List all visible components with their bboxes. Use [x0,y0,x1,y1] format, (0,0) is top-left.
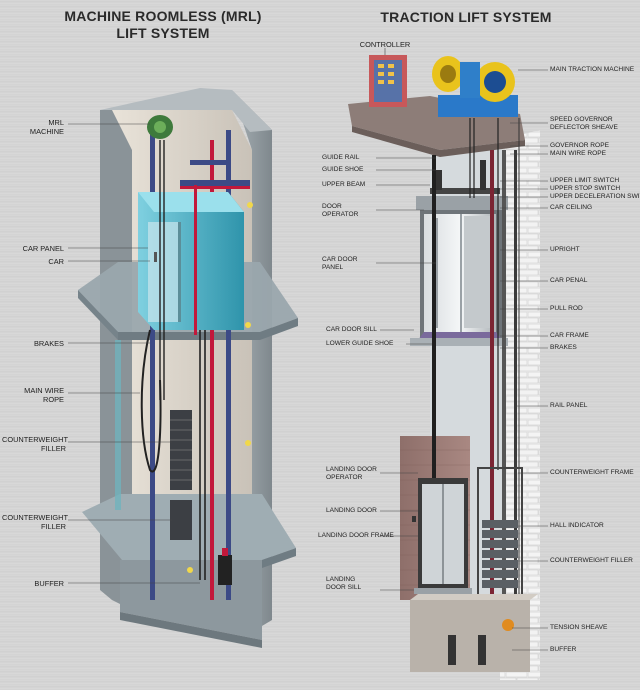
label-mrl-cw-filler-2: COUNTERWEIGHT FILLER [2,513,68,531]
label-mrl-cw-filler-1-line1: COUNTERWEIGHT [2,435,68,444]
mrl-title-line2: LIFT SYSTEM [116,25,210,41]
label-car-penal: CAR PENAL [550,277,588,284]
label-traction-buffer: BUFFER [550,646,577,653]
label-landing-door-operator-line2: OPERATOR [326,474,363,481]
label-speed-governor-line2: DEFLECTOR SHEAVE [550,124,618,131]
label-car-panel: CAR PANEL [22,244,64,253]
label-upper-limit-switch: UPPER LIMIT SWITCH [550,177,620,184]
label-mrl-main-wire: MAIN WIRE ROPE [4,386,64,404]
label-mrl-cw-filler-2-line1: COUNTERWEIGHT [2,513,68,522]
mrl-title-line1: MACHINE ROOMLESS (MRL) [64,8,262,24]
label-landing-door-sill-line1: LANDING [326,576,356,583]
label-guide-shoe: GUIDE SHOE [322,166,364,173]
label-traction-brakes: BRAKES [550,344,577,351]
label-landing-door-operator-line1: LANDING DOOR [326,466,377,473]
label-car-door-panel: CAR DOOR PANEL [322,256,358,272]
label-landing-door-sill-line2: DOOR SILL [326,584,362,591]
mrl-shaft [78,88,298,648]
label-lower-guide-shoe: LOWER GUIDE SHOE [326,340,394,347]
label-mrl-machine: MRL MACHINE [4,118,64,136]
label-car-door-sill: CAR DOOR SILL [326,326,377,333]
label-guide-rail: GUIDE RAIL [322,154,360,161]
label-controller: CONTROLLER [359,40,411,49]
label-door-operator-line1: DOOR [322,203,342,210]
label-upper-stop-switch: UPPER STOP SWITCH [550,185,621,192]
label-governor-rope: GOVERNOR ROPE [550,142,609,149]
label-mrl-brakes: BRAKES [34,339,64,348]
label-upper-beam: UPPER BEAM [322,181,366,188]
label-upright: UPRIGHT [550,246,580,253]
label-car-ceiling: CAR CEILING [550,204,593,211]
label-counterweight-filler: COUNTERWEIGHT FILLER [550,557,633,564]
label-upper-deceleration-switch: UPPER DECELERATION SWITCH [550,193,640,200]
label-door-operator-line2: OPERATOR [322,211,359,218]
label-speed-governor: SPEED GOVERNOR DEFLECTOR SHEAVE [550,116,618,132]
label-mrl-main-wire-line1: MAIN WIRE [24,386,64,395]
label-car-frame: CAR FRAME [550,332,589,339]
label-main-wire-rope: MAIN WIRE ROPE [550,150,607,157]
label-main-traction-machine: MAIN TRACTION MACHINE [550,66,635,73]
label-mrl-cw-filler-1-line2: FILLER [40,444,66,453]
label-car-door-panel-line1: CAR DOOR [322,256,358,263]
label-counterweight-frame: COUNTERWEIGHT FRAME [550,469,634,476]
label-mrl-machine-line2: MACHINE [29,127,64,136]
label-mrl-buffer: BUFFER [34,579,64,588]
label-rail-panel: RAIL PANEL [550,402,588,409]
label-car-door-panel-line2: PANEL [322,264,344,271]
traction-shaft [348,48,548,680]
label-mrl-cw-filler-2-line2: FILLER [40,522,66,531]
label-mrl-cw-filler-1: COUNTERWEIGHT FILLER [2,435,68,453]
label-landing-door: LANDING DOOR [326,507,377,514]
mrl-title: MACHINE ROOMLESS (MRL) LIFT SYSTEM [48,8,278,42]
label-hall-indicator: HALL INDICATOR [550,522,604,529]
label-landing-door-sill: LANDING DOOR SILL [326,576,361,592]
label-landing-door-operator: LANDING DOOR OPERATOR [326,466,377,482]
label-speed-governor-line1: SPEED GOVERNOR [550,116,613,123]
label-landing-door-frame: LANDING DOOR FRAME [318,532,394,539]
label-tension-sheave: TENSION SHEAVE [550,624,608,631]
mrl-leaders [68,123,200,584]
label-mrl-machine-line1: MRL [48,118,64,127]
label-car: CAR [48,257,64,266]
label-pull-rod: PULL ROD [550,305,583,312]
label-door-operator: DOOR OPERATOR [322,203,358,219]
traction-title: TRACTION LIFT SYSTEM [380,9,552,25]
label-mrl-main-wire-line2: ROPE [43,395,64,404]
